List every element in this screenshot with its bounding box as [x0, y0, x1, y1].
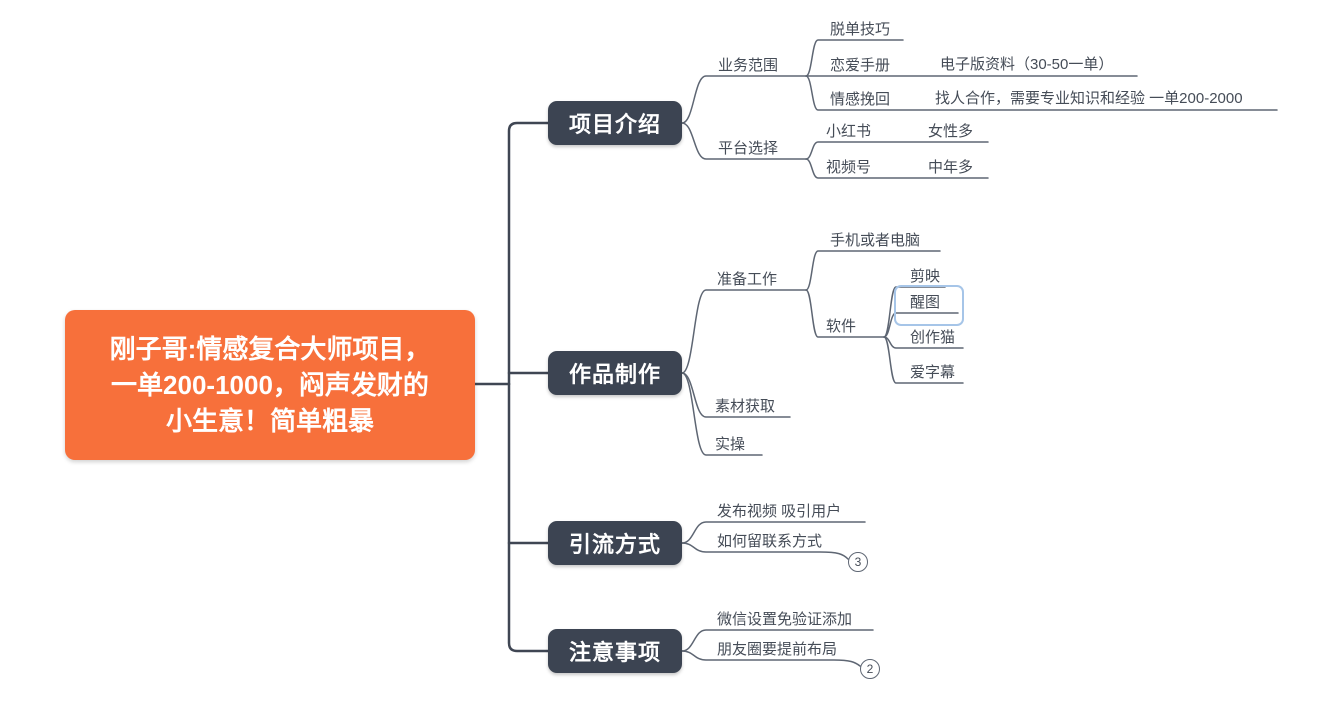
branch-precautions[interactable]: 注意事项: [548, 629, 682, 673]
node-emotion-recovery[interactable]: 情感挽回: [830, 91, 891, 108]
node-love-manual-note[interactable]: 电子版资料（30-50一单）: [940, 56, 1114, 73]
node-wechat-setting[interactable]: 微信设置免验证添加: [717, 611, 853, 628]
node-xiaohongshu-note[interactable]: 女性多: [928, 123, 974, 140]
branch-work-production[interactable]: 作品制作: [548, 351, 682, 395]
selection-highlight: [894, 285, 964, 326]
branch-traffic-method[interactable]: 引流方式: [548, 521, 682, 565]
node-software[interactable]: 软件: [826, 318, 857, 335]
node-jianying[interactable]: 剪映: [910, 268, 941, 285]
node-emotion-recovery-note[interactable]: 找人合作，需要专业知识和经验 一单200-2000: [935, 90, 1243, 107]
collapsed-count-badge[interactable]: 2: [860, 659, 880, 679]
sub-connectors: [681, 39, 1278, 667]
node-material[interactable]: 素材获取: [715, 398, 776, 415]
node-preparation[interactable]: 准备工作: [717, 271, 778, 288]
node-shipinhao-note[interactable]: 中年多: [928, 159, 974, 176]
collapsed-count-badge[interactable]: 3: [848, 552, 868, 572]
node-xiaohongshu[interactable]: 小红书: [826, 123, 872, 140]
branch-project-intro[interactable]: 项目介绍: [548, 101, 682, 145]
root-line-1: 刚子哥:情感复合大师项目，: [109, 334, 431, 364]
node-publish-video[interactable]: 发布视频 吸引用户: [717, 503, 842, 520]
node-platform-choice[interactable]: 平台选择: [718, 140, 779, 157]
root-line-2: 一单200-1000，闷声发财的: [111, 370, 429, 400]
node-xingtu[interactable]: 醒图: [910, 294, 941, 311]
node-aizimu[interactable]: 爱字幕: [910, 364, 956, 381]
node-moments-layout[interactable]: 朋友圈要提前布局: [717, 641, 838, 658]
node-single-tips[interactable]: 脱单技巧: [830, 21, 891, 38]
node-leave-contact[interactable]: 如何留联系方式: [717, 533, 823, 550]
main-connectors: [473, 121, 550, 653]
node-chuangzuomao[interactable]: 创作猫: [910, 329, 956, 346]
node-business-scope[interactable]: 业务范围: [718, 57, 779, 74]
node-shipinhao[interactable]: 视频号: [826, 159, 872, 176]
root-line-3: 小生意！简单粗暴: [165, 406, 374, 436]
root-node[interactable]: 刚子哥:情感复合大师项目， 一单200-1000，闷声发财的 小生意！简单粗暴: [65, 310, 475, 460]
node-practice[interactable]: 实操: [715, 436, 746, 453]
node-device[interactable]: 手机或者电脑: [830, 232, 921, 249]
node-love-manual[interactable]: 恋爱手册: [830, 57, 891, 74]
